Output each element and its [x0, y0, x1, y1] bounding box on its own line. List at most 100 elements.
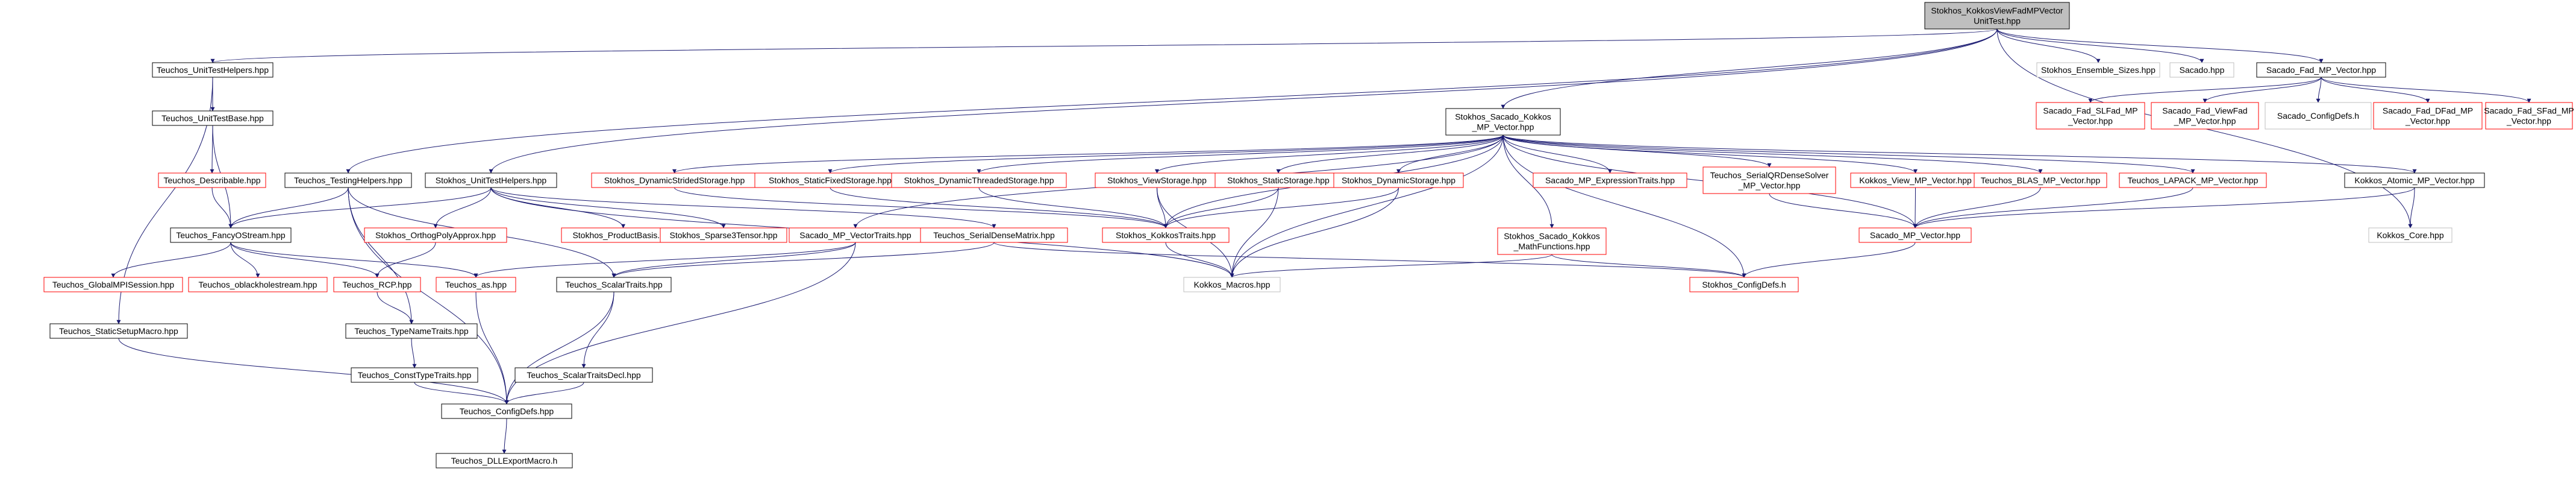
node-teuchos_configdefs[interactable]: Teuchos_ConfigDefs.hpp [441, 403, 572, 419]
node-box [2256, 62, 2386, 78]
node-label: Sacado_Fad_ViewFad [2162, 106, 2247, 116]
node-box [345, 323, 478, 339]
node-teuchos_blas_mp_vector[interactable]: Teuchos_BLAS_MP_Vector.hpp [1974, 172, 2107, 188]
node-box [891, 172, 1067, 188]
edge-sacado_mp_vectortraits-to-teuchos_as [474, 242, 856, 278]
node-teuchos_as[interactable]: Teuchos_as.hpp [436, 277, 516, 292]
edge-stokhos_sacado_kokkos_mp_vector-to-teuchos_lapack_mp_vector [1502, 134, 2195, 174]
node-teuchos_scalartraits[interactable]: Teuchos_ScalarTraits.hpp [556, 277, 672, 292]
edge-stokhos_sacado_kokkos_mathfunctions-to-stokhos_configdefs [1551, 254, 1746, 278]
node-stokhos_dynamicstorage[interactable]: Stokhos_DynamicStorage.hpp [1333, 172, 1464, 188]
node-stokhos_sacado_kokkos_mp_vector[interactable]: Stokhos_Sacado_Kokkos_MP_Vector.hpp [1445, 108, 1561, 136]
edge-stokhos_staticstorage-to-kokkos_macros [1230, 187, 1279, 278]
node-box [333, 277, 421, 292]
edge-stokhos_staticfixedstorage-to-stokhos_kokkostraits [830, 187, 1168, 229]
node-stokhos_viewstorage[interactable]: Stokhos_ViewStorage.hpp [1095, 172, 1219, 188]
node-sacado_fad_viewfad[interactable]: Sacado_Fad_ViewFad_MP_Vector.hpp [2151, 102, 2259, 130]
edge-teuchos_serialqrdensesolver-to-sacado_mp_vector [1769, 193, 1918, 229]
node-teuchos_unittestbase[interactable]: Teuchos_UnitTestBase.hpp [152, 110, 274, 126]
node-label: Kokkos_Core.hpp [2377, 230, 2444, 240]
node-box [556, 277, 672, 292]
node-sacado_hpp[interactable]: Sacado.hpp [2169, 62, 2234, 78]
node-teuchos_scalartraitsdecl[interactable]: Teuchos_ScalarTraitsDecl.hpp [514, 367, 653, 383]
node-box [188, 277, 328, 292]
node-stokhos_dynamicstridedstorage[interactable]: Stokhos_DynamicStridedStorage.hpp [591, 172, 758, 188]
edge-stokhos_unittesthelpers-to-stokhos_productbasis [490, 187, 625, 229]
node-teuchos_globalmpisession[interactable]: Teuchos_GlobalMPISession.hpp [43, 277, 183, 292]
edge-teuchos_serialdensematrix-to-teuchos_scalartraits [611, 242, 995, 278]
node-label: _Vector.hpp [2405, 116, 2450, 126]
node-label: Stokhos_StaticFixedStorage.hpp [769, 175, 892, 185]
node-box [1333, 172, 1464, 188]
node-stokhos_sacado_kokkos_mathfunctions[interactable]: Stokhos_Sacado_Kokkos_MathFunctions.hpp [1497, 227, 1607, 255]
node-kokkos_core[interactable]: Kokkos_Core.hpp [2368, 227, 2453, 243]
node-box [660, 227, 787, 243]
node-stokhos_configdefs[interactable]: Stokhos_ConfigDefs.h [1689, 277, 1799, 292]
node-teuchos_fancyostream[interactable]: Teuchos_FancyOStream.hpp [170, 227, 292, 243]
edge-teuchos_typenametraits-to-teuchos_consttypetraits [411, 338, 417, 368]
node-teuchos_dllexportmacro[interactable]: Teuchos_DLLExportMacro.h [436, 453, 573, 468]
node-teuchos_unittesthelpers[interactable]: Teuchos_UnitTestHelpers.hpp [152, 62, 274, 78]
edge-teuchos_scalartraits-to-teuchos_configdefs [504, 291, 614, 405]
edge-root-to-stokhos_sacado_kokkos_mp_vector [1501, 28, 1998, 109]
node-teuchos_consttypetraits[interactable]: Teuchos_ConstTypeTraits.hpp [351, 367, 478, 383]
node-stokhos_sparse3tensor[interactable]: Stokhos_Sparse3Tensor.hpp [660, 227, 787, 243]
node-stokhos_dynamicthreadedstorage[interactable]: Stokhos_DynamicThreadedStorage.hpp [891, 172, 1067, 188]
node-label: _MP_Vector.hpp [1472, 122, 1534, 132]
edge-teuchos_testinghelpers-to-teuchos_fancyostream [228, 187, 349, 229]
node-root[interactable]: Stokhos_KokkosViewFadMPVectorUnitTest.hp… [1924, 2, 2070, 30]
node-teuchos_typenametraits[interactable]: Teuchos_TypeNameTraits.hpp [345, 323, 478, 339]
node-kokkos_atomic_mp_vector[interactable]: Kokkos_Atomic_MP_Vector.hpp [2344, 172, 2485, 188]
node-teuchos_serialdensematrix[interactable]: Teuchos_SerialDenseMatrix.hpp [920, 227, 1068, 243]
node-teuchos_oblackholestream[interactable]: Teuchos_oblackholestream.hpp [188, 277, 328, 292]
node-kokkos_view_mp_vector[interactable]: Kokkos_View_MP_Vector.hpp [1850, 172, 1981, 188]
edge-sacado_fad_mp_vector-to-sacado_configdefs [2316, 77, 2322, 103]
node-sacado_mp_expressiontraits[interactable]: Sacado_MP_ExpressionTraits.hpp [1533, 172, 1687, 188]
node-stokhos_ensemble_sizes[interactable]: Stokhos_Ensemble_Sizes.hpp [2036, 62, 2160, 78]
node-stokhos_orthogpolyapprox[interactable]: Stokhos_OrthogPolyApprox.hpp [364, 227, 507, 243]
node-sacado_fad_mp_vector[interactable]: Sacado_Fad_MP_Vector.hpp [2256, 62, 2386, 78]
node-label: Stokhos_ViewStorage.hpp [1107, 175, 1207, 185]
edge-stokhos_sacado_kokkos_mp_vector-to-stokhos_staticstorage [1276, 134, 1504, 174]
node-sacado_fad_sfad[interactable]: Sacado_Fad_SFad_MP_Vector.hpp [2484, 102, 2574, 130]
node-box [364, 227, 507, 243]
node-box [920, 227, 1068, 243]
node-teuchos_describable[interactable]: Teuchos_Describable.hpp [158, 172, 266, 188]
edge-stokhos_staticstorage-to-stokhos_kokkostraits [1163, 187, 1279, 229]
node-label: Teuchos_LAPACK_MP_Vector.hpp [2128, 175, 2259, 185]
node-sacado_configdefs[interactable]: Sacado_ConfigDefs.h [2265, 102, 2372, 130]
node-teuchos_lapack_mp_vector[interactable]: Teuchos_LAPACK_MP_Vector.hpp [2119, 172, 2267, 188]
node-label: Stokhos_StaticStorage.hpp [1227, 175, 1330, 185]
node-stokhos_kokkostraits[interactable]: Stokhos_KokkosTraits.hpp [1102, 227, 1230, 243]
node-box [2169, 62, 2234, 78]
node-stokhos_staticfixedstorage[interactable]: Stokhos_StaticFixedStorage.hpp [754, 172, 906, 188]
node-sacado_fad_slfad[interactable]: Sacado_Fad_SLFad_MP_Vector.hpp [2036, 102, 2145, 130]
node-box [1974, 172, 2107, 188]
node-stokhos_unittesthelpers[interactable]: Stokhos_UnitTestHelpers.hpp [425, 172, 557, 188]
node-box [2373, 102, 2483, 130]
edge-teuchos_configdefs-to-teuchos_dllexportmacro [502, 418, 507, 454]
edge-stokhos_sacado_kokkos_mp_vector-to-stokhos_staticfixedstorage [828, 134, 1504, 174]
node-stokhos_staticstorage[interactable]: Stokhos_StaticStorage.hpp [1215, 172, 1342, 188]
edge-stokhos_kokkostraits-to-kokkos_macros [1165, 242, 1234, 278]
node-label: Stokhos_Sparse3Tensor.hpp [669, 230, 777, 240]
node-box [441, 403, 572, 419]
node-label: Stokhos_OrthogPolyApprox.hpp [375, 230, 496, 240]
node-sacado_fad_dfad[interactable]: Sacado_Fad_DFad_MP_Vector.hpp [2373, 102, 2483, 130]
edge-stokhos_sacado_kokkos_mathfunctions-to-kokkos_macros [1230, 254, 1552, 278]
node-label: Teuchos_SerialDenseMatrix.hpp [933, 230, 1055, 240]
node-label: Stokhos_KokkosTraits.hpp [1116, 230, 1216, 240]
node-sacado_mp_vector[interactable]: Sacado_MP_Vector.hpp [1859, 227, 1972, 243]
node-teuchos_testinghelpers[interactable]: Teuchos_TestingHelpers.hpp [284, 172, 412, 188]
node-teuchos_staticsetupmacro[interactable]: Teuchos_StaticSetupMacro.hpp [49, 323, 188, 339]
node-teuchos_serialqrdensesolver[interactable]: Teuchos_SerialQRDenseSolver_MP_Vector.hp… [1702, 166, 1836, 194]
node-label: Teuchos_FancyOStream.hpp [176, 230, 286, 240]
edge-teuchos_testinghelpers-to-teuchos_configdefs [348, 187, 509, 405]
node-sacado_mp_vectortraits[interactable]: Sacado_MP_VectorTraits.hpp [789, 227, 922, 243]
edge-teuchos_fancyostream-to-teuchos_rcp [230, 242, 380, 278]
node-kokkos_macros[interactable]: Kokkos_Macros.hpp [1183, 277, 1281, 292]
edge-root-to-sacado_fad_mp_vector [1996, 28, 2324, 63]
edge-sacado_fad_mp_vector-to-sacado_fad_viewfad [2202, 77, 2322, 103]
node-teuchos_rcp[interactable]: Teuchos_RCP.hpp [333, 277, 421, 292]
